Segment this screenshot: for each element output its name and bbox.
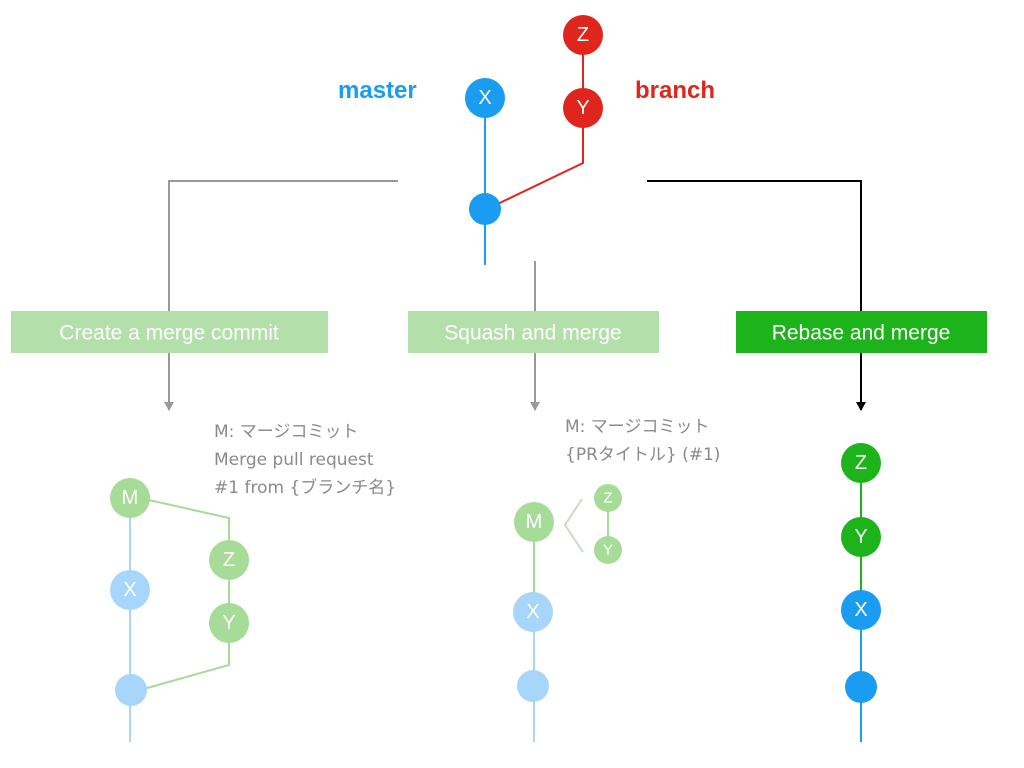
node-label: X [123, 579, 136, 601]
option-label: Rebase and merge [772, 322, 951, 345]
node-y: Y [594, 536, 622, 564]
node-label: Y [603, 542, 613, 559]
node-label: Z [855, 452, 867, 474]
merge-commit-note: M: マージコミット Merge pull request #1 from {ブ… [214, 418, 396, 502]
note-line: #1 from {ブランチ名} [214, 478, 397, 498]
squash-bracket [563, 498, 584, 553]
branch-line [484, 32, 584, 211]
node-y: Y [209, 603, 249, 643]
note-line: Merge pull request [214, 450, 374, 470]
node-label: X [526, 601, 539, 623]
node-z: Z [594, 484, 622, 512]
node-label: Z [577, 24, 589, 46]
note-line: {PRタイトル} (#1) [565, 445, 721, 465]
node-label: Z [603, 490, 612, 507]
merge-branch-line [139, 497, 230, 691]
node-label: X [854, 599, 867, 621]
node-base-commit [469, 193, 501, 225]
node-m: M [514, 502, 554, 542]
node-master-x: X [465, 78, 505, 118]
node-branch-z: Z [563, 15, 603, 55]
result-squash: M Z Y X [513, 484, 622, 742]
connector-to-rebase [647, 180, 862, 312]
node-x: X [513, 592, 553, 632]
node-label: Y [854, 526, 867, 548]
node-base-commit [517, 670, 549, 702]
master-label: master [338, 77, 417, 104]
node-label: Y [576, 97, 589, 119]
node-branch-y: Y [563, 88, 603, 128]
note-line: M: マージコミット [214, 422, 359, 442]
node-y: Y [841, 517, 881, 557]
node-x: X [841, 590, 881, 630]
result-rebase: Z Y X [841, 443, 881, 742]
node-z: Z [209, 540, 249, 580]
option-squash-and-merge[interactable]: Squash and merge [408, 311, 659, 353]
node-label: M [526, 511, 543, 533]
original-history: X Z Y [465, 15, 603, 265]
note-line: M: マージコミット [565, 417, 710, 437]
node-m: M [110, 478, 150, 518]
node-x: X [110, 570, 150, 610]
result-merge-commit: M X Z Y [110, 478, 249, 742]
connector-to-merge-commit [168, 180, 398, 312]
option-label: Squash and merge [444, 322, 621, 345]
option-rebase-and-merge[interactable]: Rebase and merge [736, 311, 987, 353]
squash-note: M: マージコミット {PRタイトル} (#1) [565, 413, 720, 469]
node-label: M [122, 487, 139, 509]
option-label: Create a merge commit [59, 322, 279, 345]
node-label: X [478, 87, 491, 109]
node-label: Z [223, 549, 235, 571]
node-z: Z [841, 443, 881, 483]
branch-label: branch [635, 77, 716, 104]
node-base-commit [115, 674, 147, 706]
node-base-commit [845, 671, 877, 703]
node-label: Y [222, 612, 235, 634]
option-create-merge-commit[interactable]: Create a merge commit [11, 311, 328, 353]
